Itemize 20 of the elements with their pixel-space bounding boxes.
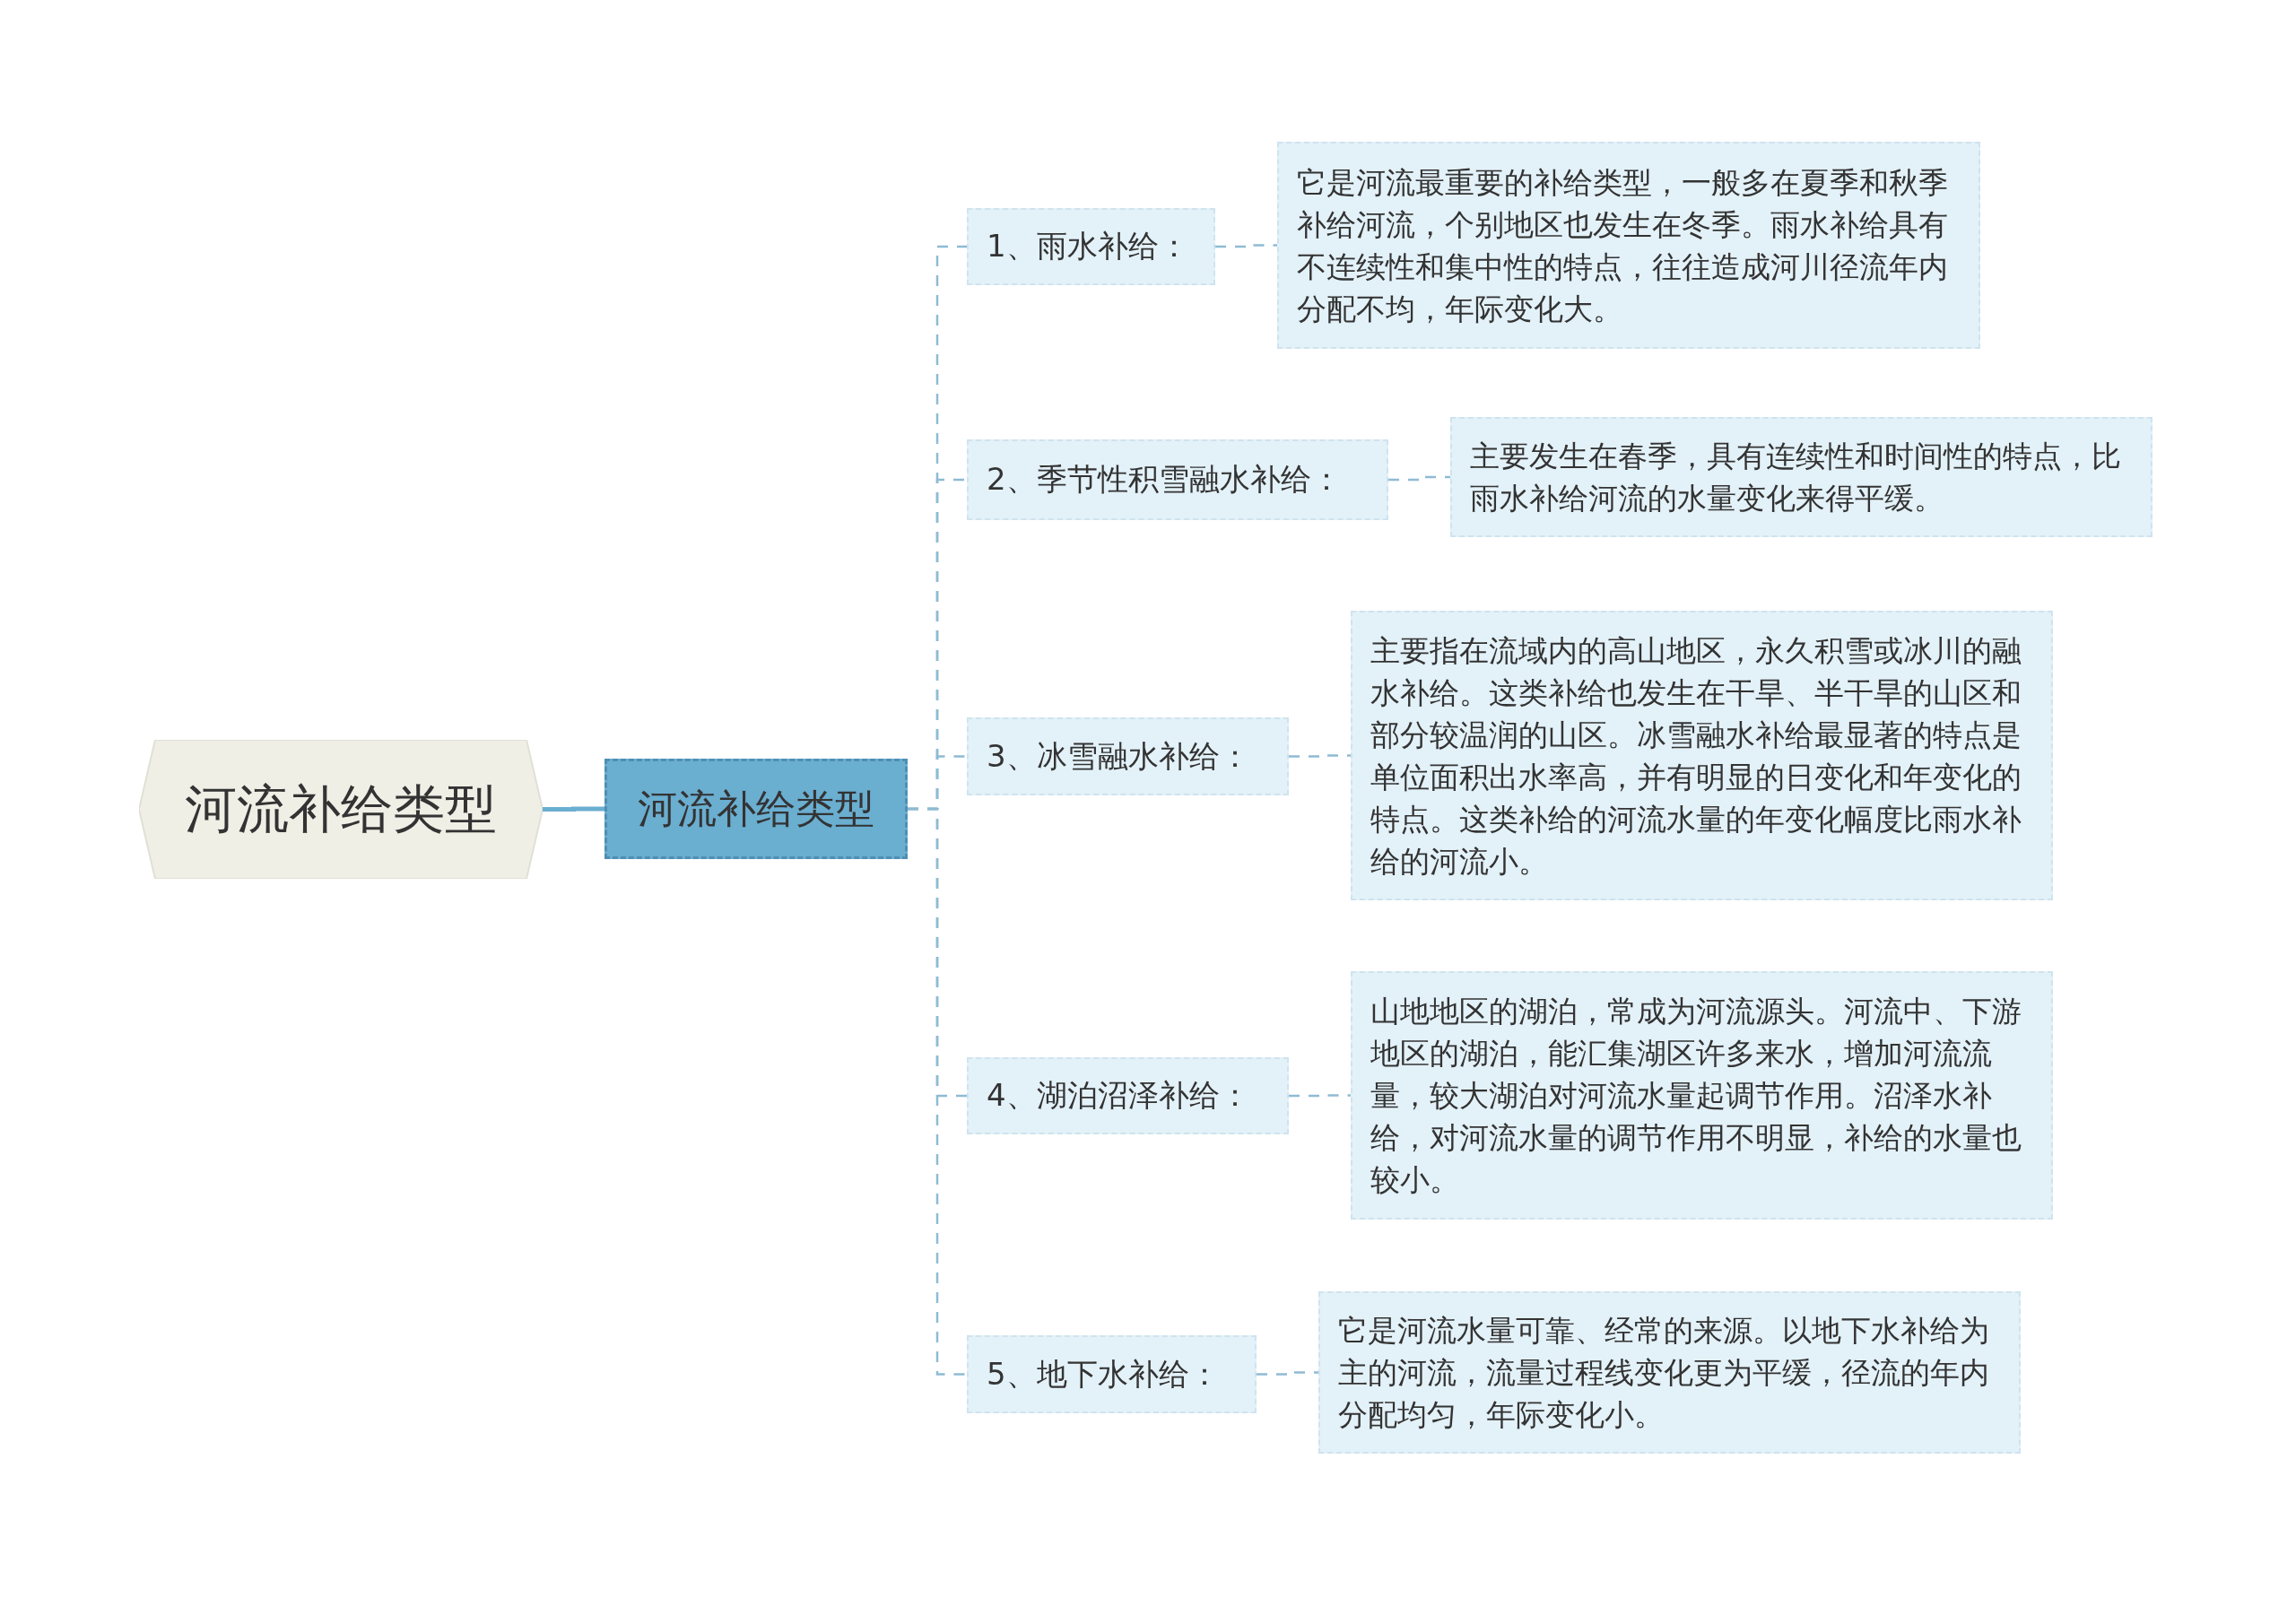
connector-line [1215,244,1277,248]
description-box: 它是河流水量可靠、经常的来源。以地下水补给为主的河流，流量过程线变化更为平缓，径流的年内分配均匀，年际变化小。 [1318,1291,2021,1454]
connector-line [908,807,967,1376]
connector-line [1388,475,1450,482]
description-box: 它是河流最重要的补给类型，一般多在夏季和秋季补给河流，个别地区也发生在冬季。雨水补给具有不连续性和集中性的特点，往往造成河川径流年内分配不均，年际变化大。 [1277,142,1980,349]
subtopic-box: 2、季节性积雪融水补给： [967,439,1388,520]
subtopic-box: 4、湖泊沼泽补给： [967,1057,1289,1134]
subtopic-box: 3、冰雪融水补给： [967,717,1289,795]
subtopic-box: 5、地下水补给： [967,1335,1257,1413]
connector-line [1289,1094,1351,1098]
connector-line [1289,754,1351,758]
root-hexagon [139,740,543,879]
topic-box: 河流补给类型 [604,759,908,859]
root-title: 河流补给类型 [184,777,498,841]
connector-line [543,806,604,812]
description-box: 山地地区的湖泊，常成为河流源头。河流中、下游地区的湖泊，能汇集湖区许多来水，增加河流流量，较大湖泊对河流水量起调节作用。沼泽水补给，对河流水量的调节作用不明显，补给的水量也较小。 [1351,971,2053,1220]
description-box: 主要指在流域内的高山地区，永久积雪或冰川的融水补给。这类补给也发生在干旱、半干旱的山区和部分较温润的山区。冰雪融水补给最显著的特点是单位面积出水率高，并有明显的日变化和年变化的特点。这类补给的河流水量的年变化幅度比雨水补给的河流小。 [1351,611,2053,900]
description-box: 主要发生在春季，具有连续性和时间性的特点，比雨水补给河流的水量变化来得平缓。 [1450,417,2152,537]
connector-line [1257,1371,1318,1376]
subtopic-box: 1、雨水补给： [967,208,1215,285]
